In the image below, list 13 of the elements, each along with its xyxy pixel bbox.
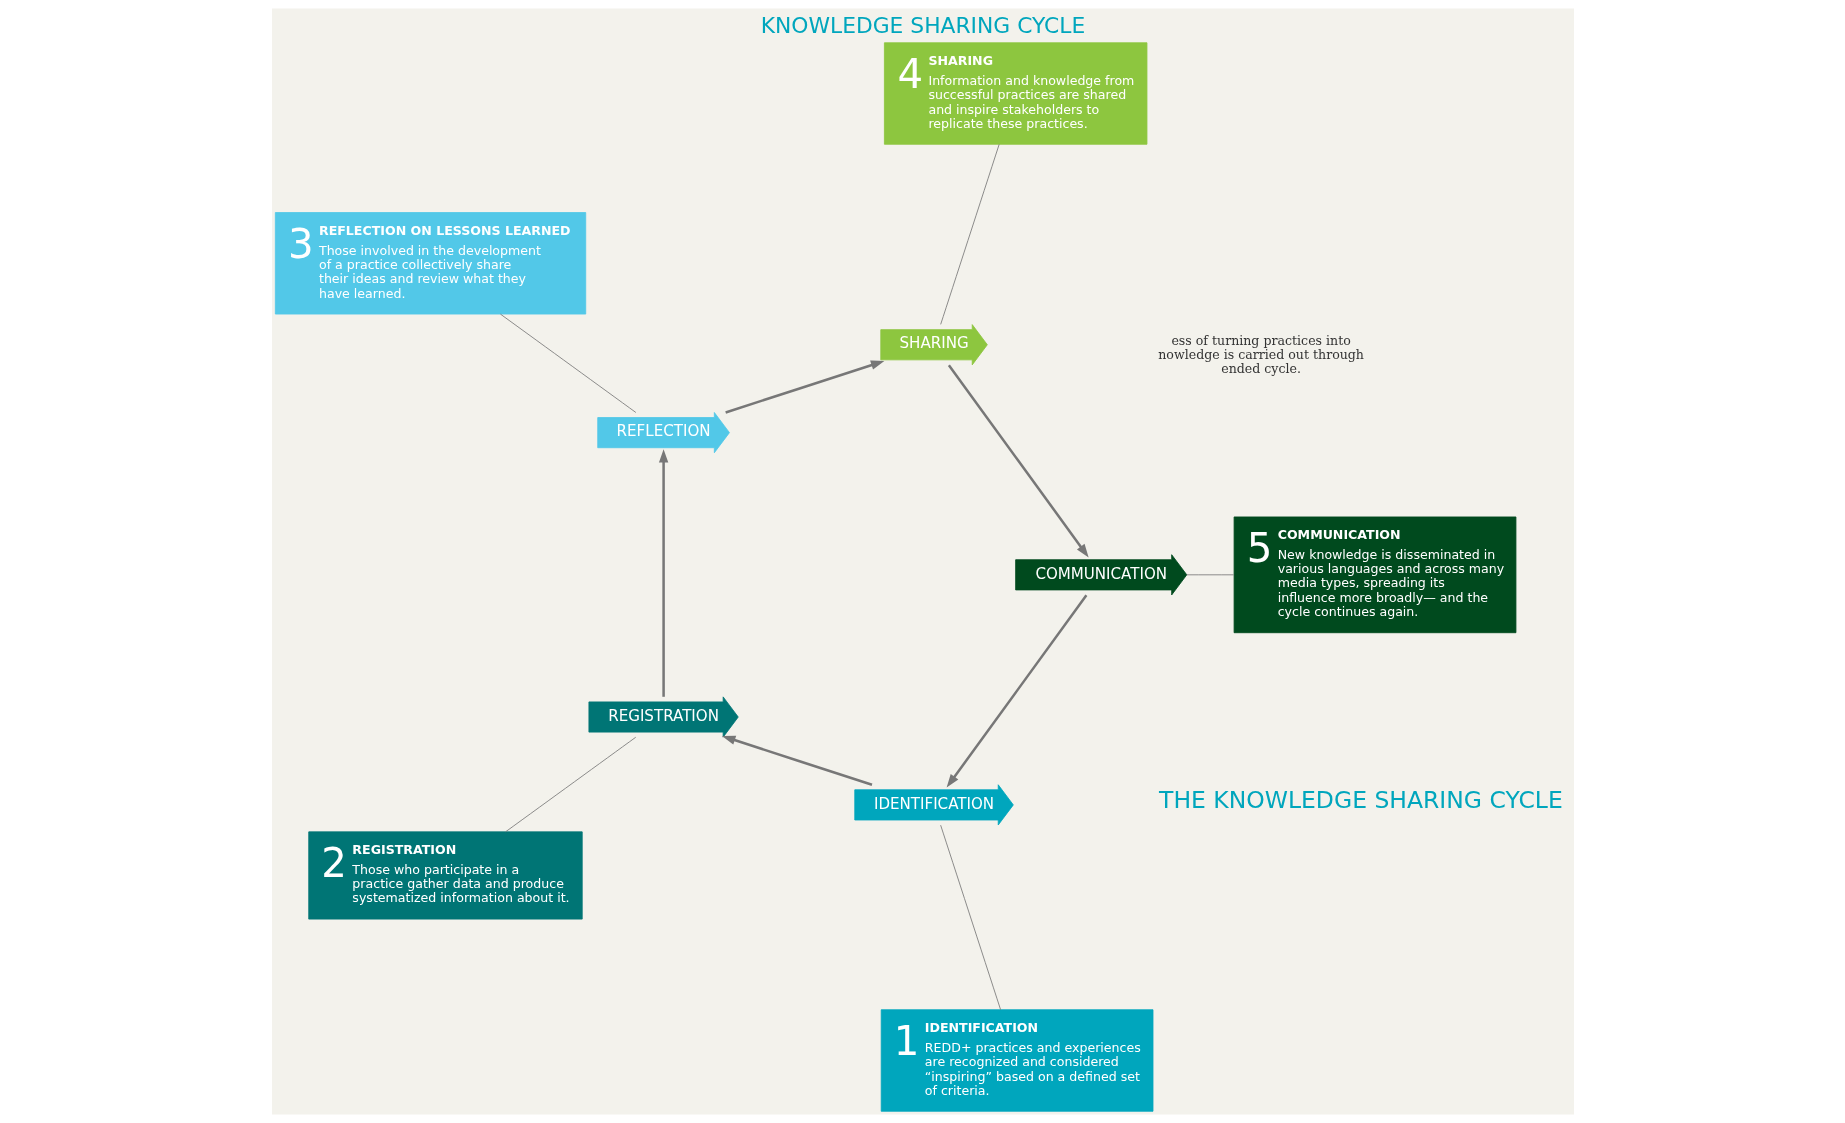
connector [504,736,636,833]
connector [499,313,636,413]
label: THE KNOWLEDGE SHARING CYCLE [1158,785,1563,814]
arrow [947,364,1089,558]
connector [1186,574,1234,576]
diagram-title: KNOWLEDGE SHARING CYCLE [760,12,1085,38]
arrow [724,360,884,414]
connector [939,143,1000,325]
label: ess of turning practices into nowledge is carried out through ended cycle. [1157,332,1364,377]
arrow [658,449,668,697]
connector [939,824,1001,1011]
arrow [721,735,872,786]
arrow [946,594,1087,788]
